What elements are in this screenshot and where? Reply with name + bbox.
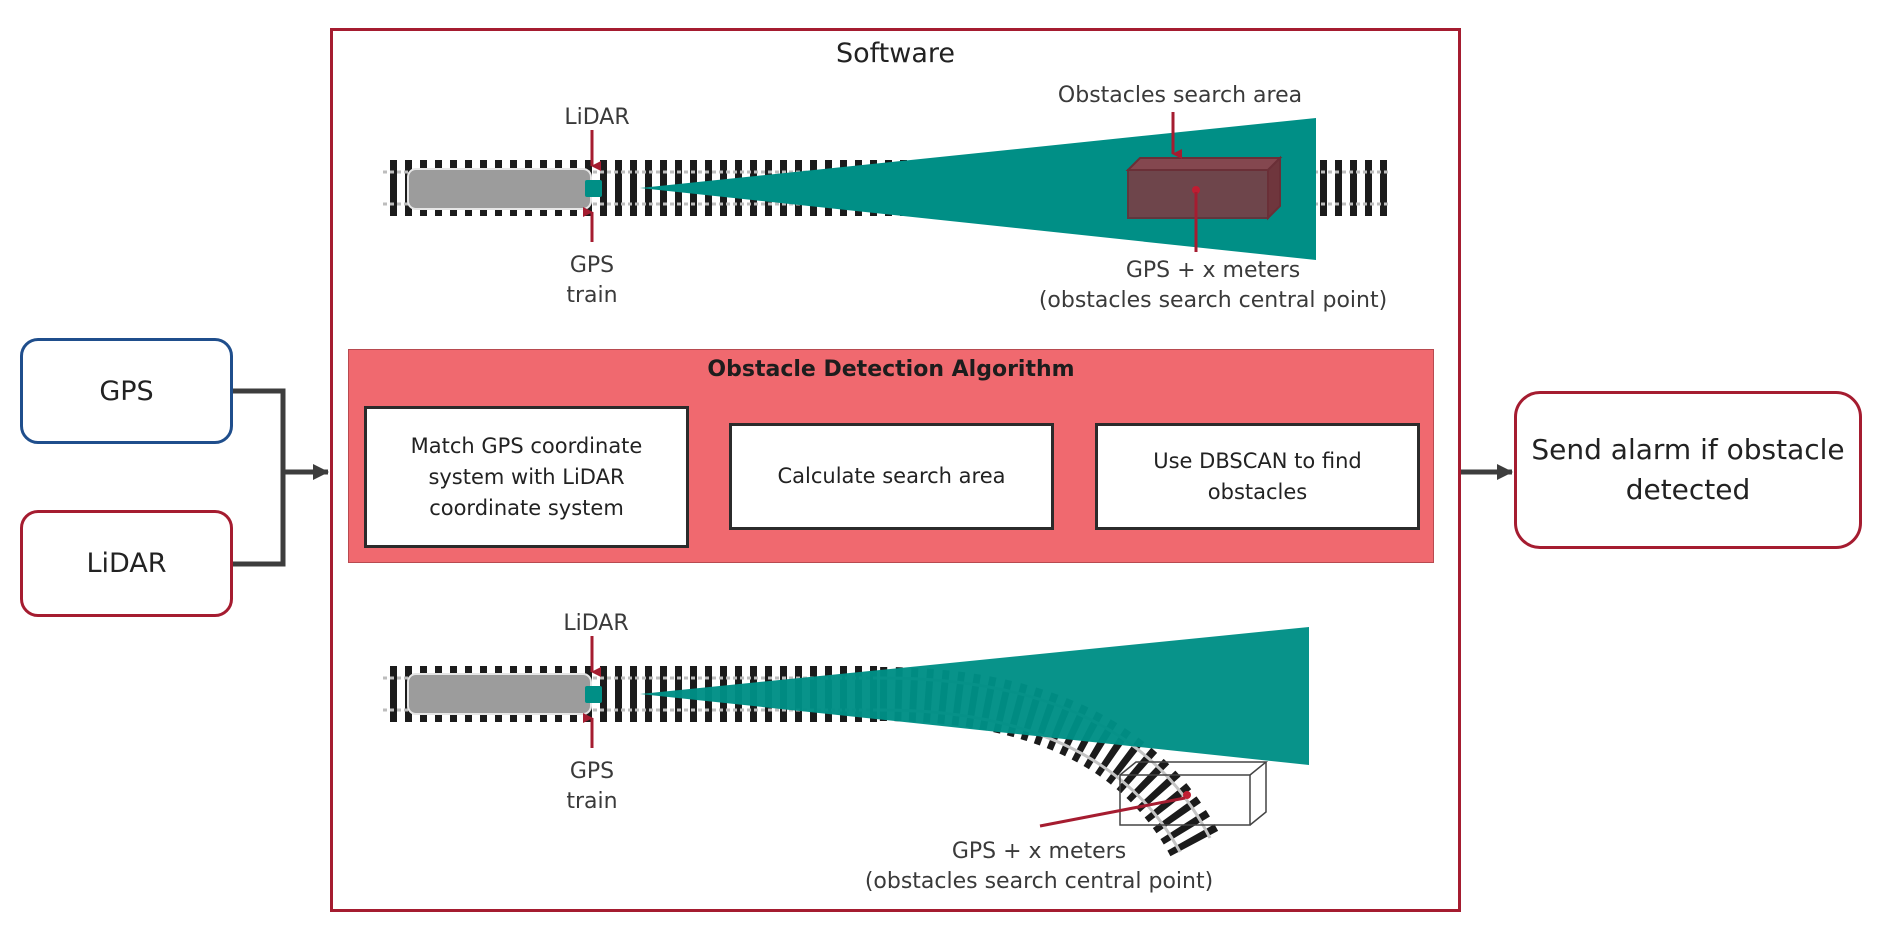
gps-input-box: GPS — [20, 338, 233, 444]
step-match-coordinates: Match GPS coordinate system with LiDAR c… — [364, 406, 689, 548]
central-point-pointer-2 — [1039, 796, 1186, 828]
step-3-label: Use DBSCAN to find obstacles — [1153, 448, 1362, 504]
gps-label-line1: GPS — [570, 253, 614, 278]
search-cone-2 — [640, 627, 1309, 765]
software-frame — [330, 28, 1461, 912]
lidar-input-label: LiDAR — [86, 548, 167, 579]
search-area-label: Obstacles search area — [1058, 83, 1302, 108]
step-dbscan: Use DBSCAN to find obstacles — [1095, 423, 1420, 530]
central-point-label-2-line2: (obstacles search central point) — [865, 869, 1213, 894]
central-point-label-line2: (obstacles search central point) — [1039, 288, 1387, 313]
lidar-label-2: LiDAR — [563, 611, 628, 636]
lidar-input-box: LiDAR — [20, 510, 233, 617]
obstacle-box — [1125, 155, 1283, 221]
algorithm-title: Obstacle Detection Algorithm — [707, 357, 1075, 382]
train-body-2 — [407, 673, 592, 715]
step-2-label: Calculate search area — [777, 464, 1006, 488]
central-point-dot — [1192, 186, 1200, 194]
step-1-label: Match GPS coordinate system with LiDAR c… — [410, 433, 643, 520]
obstacle-box-wireframe — [1119, 761, 1269, 826]
gps-label-2-line2: train — [566, 789, 617, 814]
alarm-output-label: Send alarm if obstacle detected — [1531, 433, 1845, 506]
gps-label-2-line1: GPS — [570, 759, 614, 784]
gps-connector — [233, 388, 286, 567]
step-calculate-area: Calculate search area — [729, 423, 1054, 530]
software-title: Software — [835, 38, 956, 69]
central-point-label-line1: GPS + x meters — [1126, 258, 1300, 283]
gps-input-label: GPS — [99, 375, 154, 407]
central-point-label-2-line1: GPS + x meters — [952, 839, 1126, 864]
central-point-dot-2 — [1183, 791, 1191, 799]
search-cone — [640, 118, 1316, 260]
lidar-sensor — [585, 180, 602, 197]
lidar-label: LiDAR — [564, 105, 629, 130]
gps-label-line2: train — [566, 283, 617, 308]
alarm-output-box: Send alarm if obstacle detected — [1514, 391, 1862, 549]
lidar-sensor-2 — [585, 686, 602, 703]
